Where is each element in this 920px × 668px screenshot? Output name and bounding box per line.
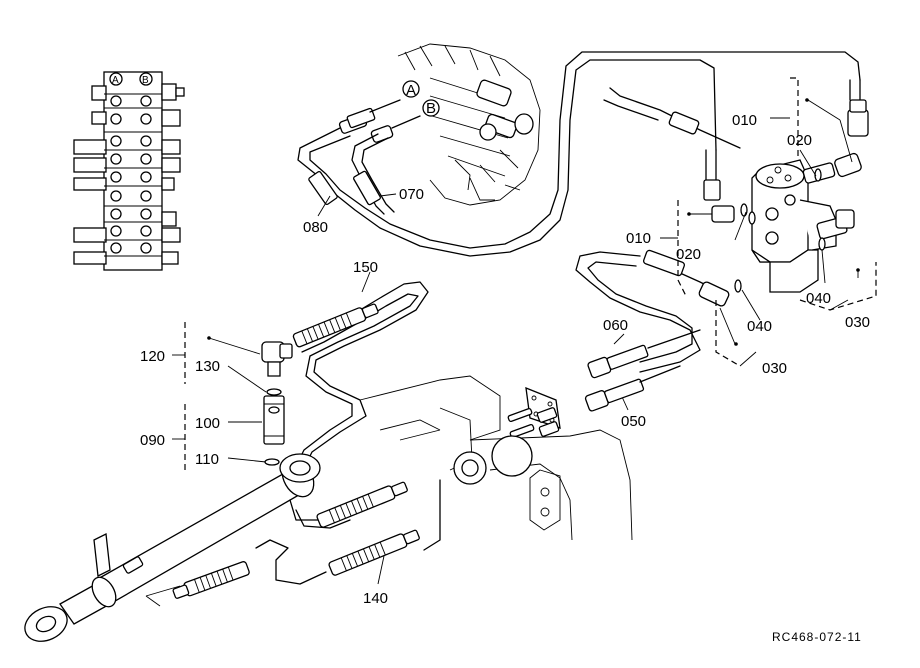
callouts: 010 020 010 020 040 030 040 030 060 050 … — [140, 112, 870, 607]
callout-010-upper: 010 — [732, 112, 757, 129]
callout-110: 110 — [195, 451, 219, 468]
drawing-reference: RC468-072-11 — [772, 630, 862, 644]
port-marker-b: B — [426, 100, 436, 117]
callout-130: 130 — [195, 358, 220, 375]
callout-050: 050 — [621, 413, 646, 430]
swivel-feed-hoses — [603, 79, 869, 201]
callout-030-right: 030 — [845, 314, 870, 331]
callout-080: 080 — [303, 219, 328, 236]
callout-100: 100 — [195, 415, 220, 432]
callout-120: 120 — [140, 348, 165, 365]
fitting-stack — [261, 341, 293, 466]
hose-150 — [292, 281, 429, 477]
hydraulic-cylinder — [24, 453, 321, 642]
callout-140: 140 — [363, 590, 388, 607]
control-valve-body — [397, 43, 541, 206]
callout-020-lower: 020 — [676, 246, 701, 263]
callout-070: 070 — [399, 186, 424, 203]
group-brackets — [172, 77, 877, 470]
callout-010-lower: 010 — [626, 230, 651, 247]
hose-swivel-lower — [575, 249, 742, 373]
callout-030-left: 030 — [762, 360, 787, 377]
port-marker-a: A — [406, 82, 416, 99]
boom-structure — [359, 375, 633, 541]
callout-040-right: 040 — [806, 290, 831, 307]
hose-140 — [145, 479, 441, 607]
callout-150: 150 — [353, 259, 378, 276]
leader-lines — [207, 98, 860, 585]
swivel-joint — [711, 152, 862, 293]
port-marker-b-small: B — [142, 75, 149, 86]
callout-040-left: 040 — [747, 318, 772, 335]
port-marker-a-small: A — [112, 75, 119, 86]
callout-020-upper: 020 — [787, 132, 812, 149]
callout-060: 060 — [603, 317, 628, 334]
callout-090: 090 — [140, 432, 165, 449]
bulkhead-bracket — [507, 329, 701, 439]
valve-schematic: A B — [73, 71, 185, 271]
valve-port-fittings: A B — [338, 80, 440, 143]
